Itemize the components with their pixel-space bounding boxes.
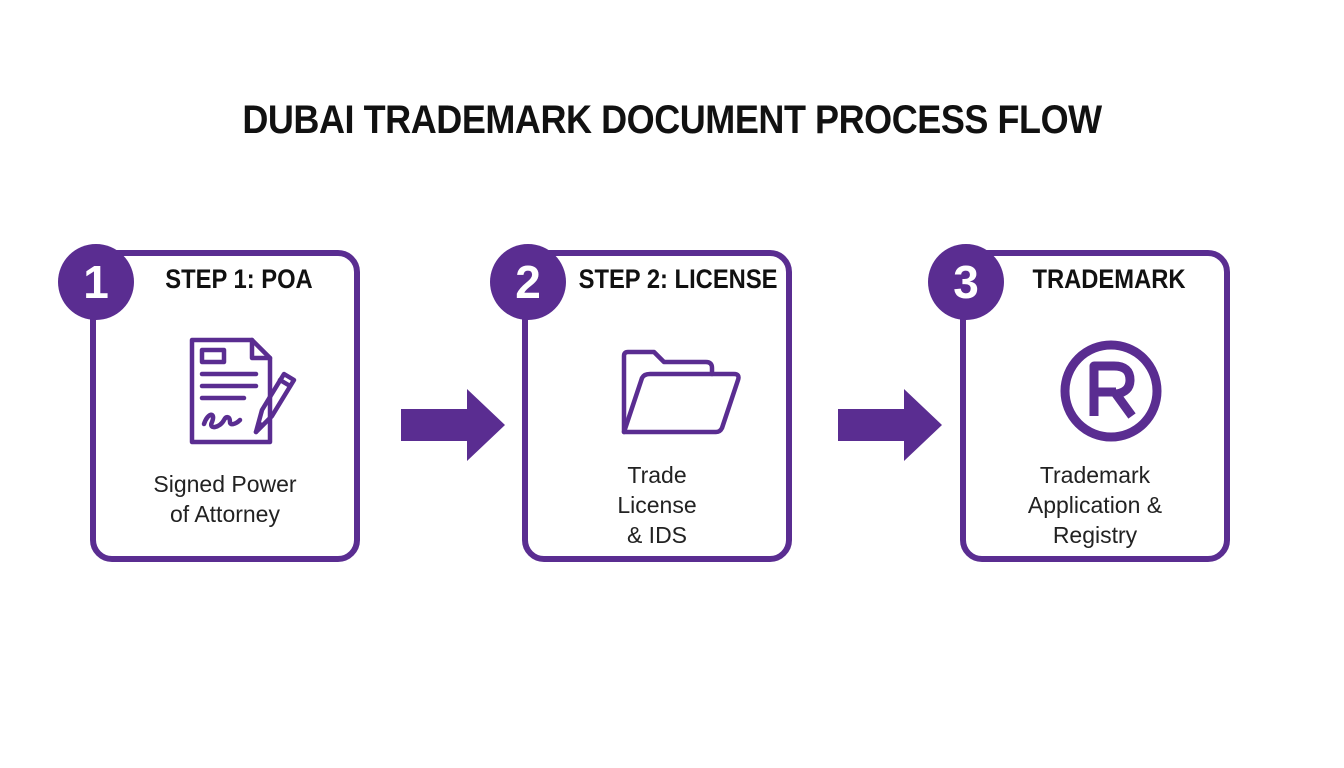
step-3-heading: TRADEMARK bbox=[1032, 264, 1186, 294]
flow-arrow-right-icon bbox=[401, 389, 505, 461]
signed-document-icon bbox=[189, 337, 297, 445]
step-1-frame bbox=[90, 250, 360, 562]
caption-line: Registry bbox=[1052, 522, 1138, 548]
step-2-card: 2 STEP 2: LICENSE Trade License & IDS bbox=[490, 244, 792, 562]
step-2-number-badge: 2 bbox=[490, 244, 566, 320]
step-1-caption: Signed Power of Attorney bbox=[96, 469, 354, 529]
registered-trademark-icon bbox=[1060, 340, 1162, 442]
step-1-heading: STEP 1: POA bbox=[165, 264, 313, 294]
step-2-caption: Trade License & IDS bbox=[528, 460, 786, 550]
caption-line: Trademark bbox=[1039, 462, 1151, 488]
open-folder-icon bbox=[621, 349, 741, 435]
flow-arrow-right-icon bbox=[838, 389, 942, 461]
caption-line: Signed Power bbox=[153, 471, 297, 497]
caption-line: License bbox=[617, 492, 697, 518]
step-2-frame bbox=[522, 250, 792, 562]
caption-line: Trade bbox=[627, 462, 687, 488]
step-3-card: 3 TRADEMARK Trademark Application & Regi… bbox=[928, 244, 1230, 562]
caption-line: Application & bbox=[1027, 492, 1163, 518]
step-3-caption: Trademark Application & Registry bbox=[966, 460, 1224, 550]
caption-line: & IDS bbox=[626, 522, 688, 548]
step-1-card: 1 STEP 1: POA Signed Power of Attorney bbox=[58, 244, 360, 562]
diagram-title: DUBAI TRADEMARK DOCUMENT PROCESS FLOW bbox=[242, 98, 1102, 142]
step-1-number-badge: 1 bbox=[58, 244, 134, 320]
step-3-number-badge: 3 bbox=[928, 244, 1004, 320]
step-2-heading: STEP 2: LICENSE bbox=[578, 264, 778, 294]
caption-line: of Attorney bbox=[170, 501, 280, 527]
step-3-frame bbox=[960, 250, 1230, 562]
